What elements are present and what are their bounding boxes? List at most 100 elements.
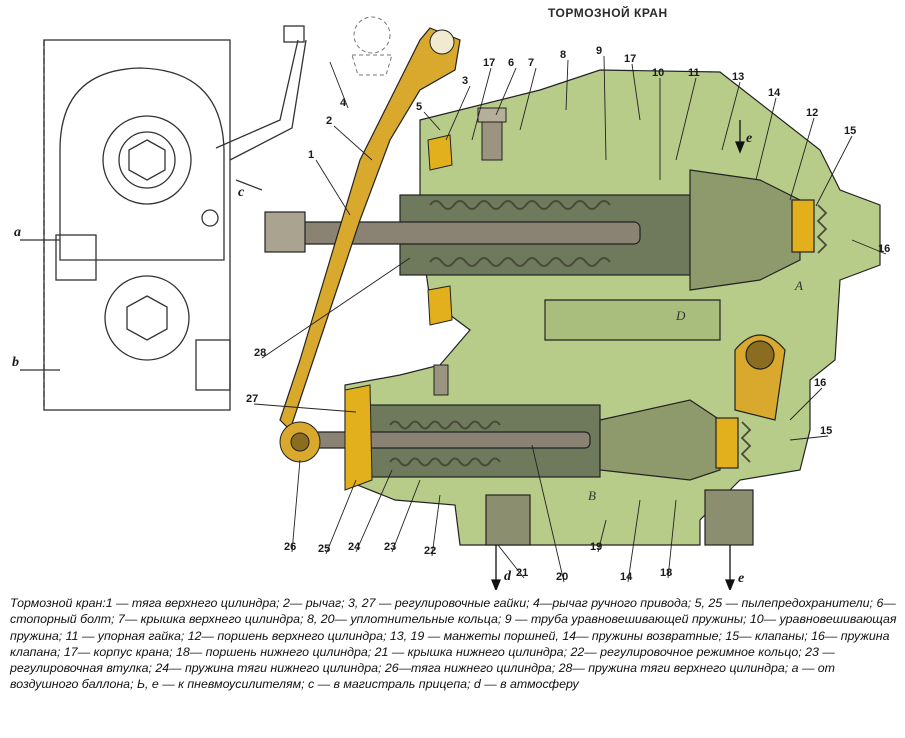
callout-27: 27: [246, 393, 258, 405]
upper-port-ring: [102, 115, 192, 205]
valve-springs: [740, 204, 828, 463]
main-lever: [279, 27, 461, 432]
callout-leader-lines: [253, 55, 887, 583]
left-flange: [55, 234, 97, 281]
lower-rod-spring: [389, 420, 501, 467]
callout-3: 3: [462, 75, 468, 87]
leader-line-15: [789, 435, 829, 441]
leader-line-17: [631, 63, 641, 121]
callout-19: 19: [590, 541, 602, 553]
lower-rod: [299, 431, 591, 449]
callout-20: 20: [556, 571, 568, 583]
hand-lever-outline: [215, 39, 299, 149]
callout-7: 7: [528, 57, 534, 69]
leader-line-11: [675, 77, 697, 161]
callout-24: 24: [348, 541, 361, 553]
callout-22: 22: [424, 545, 436, 557]
chamber-label-d: D: [675, 308, 686, 323]
upper-piston: [689, 169, 801, 291]
leader-line-5: [423, 111, 441, 131]
port-label-b: b: [12, 355, 19, 370]
front-view-frame: [43, 39, 231, 411]
callout-21: 21: [516, 567, 528, 579]
leader-line-28: [261, 257, 411, 359]
upper-dust-boot: [427, 134, 453, 171]
leader-line-23: [391, 479, 421, 553]
stop-bolt: [481, 119, 503, 161]
callout-15: 15: [844, 125, 856, 137]
callout-9: 9: [596, 45, 602, 57]
right-flange: [195, 339, 231, 391]
callout-16: 16: [878, 243, 890, 255]
callout-14: 14: [768, 87, 781, 99]
leader-line-1: [315, 159, 351, 216]
chamber-label-b: B: [588, 488, 596, 503]
callout-5: 5: [416, 101, 422, 113]
upper-valve: [791, 199, 815, 253]
port-elbow-nut: [745, 340, 775, 370]
leader-line-26: [291, 459, 301, 553]
callout-23: 23: [384, 541, 396, 553]
upper-housing-outline: [59, 67, 225, 261]
lower-valve: [715, 417, 739, 469]
callout-2: 2: [326, 115, 332, 127]
callout-26: 26: [284, 541, 296, 553]
lower-port-ring: [104, 275, 190, 361]
callout-17: 17: [624, 53, 636, 65]
callout-28: 28: [254, 347, 266, 359]
leader-line-24: [355, 469, 393, 553]
upper-nut-hex: [128, 139, 166, 181]
port-label-e-top: e: [746, 131, 752, 146]
leader-line-4: [329, 61, 349, 109]
callout-8: 8: [560, 49, 566, 61]
leader-line-18: [667, 499, 677, 579]
leader-line-20: [531, 444, 565, 583]
leader-line-14: [755, 97, 777, 181]
leader-line-16: [789, 387, 823, 421]
leader-line-2: [333, 125, 373, 161]
leader-line-22: [431, 494, 441, 557]
lower-nut-hex: [126, 295, 168, 341]
callout-11: 11: [688, 67, 700, 79]
port-label-c: c: [238, 185, 245, 200]
port-label-a: a: [14, 225, 21, 240]
leader-line-9: [603, 55, 607, 161]
legend-caption: Тормозной кран:1 — тяга верхнего цилиндр…: [10, 596, 897, 692]
leader-line-14: [627, 499, 641, 583]
diagram-title: ТОРМОЗНОЙ КРАН: [548, 6, 668, 20]
callout-10: 10: [652, 67, 664, 79]
port-d-fitting: [485, 494, 531, 546]
leader-line-6: [495, 67, 517, 116]
callout-17: 17: [483, 57, 495, 69]
leader-line-8: [565, 59, 569, 111]
callout-4: 4: [340, 97, 347, 109]
lower-piston: [599, 399, 721, 481]
leader-line-7: [519, 67, 537, 131]
callout-6: 6: [508, 57, 514, 69]
lower-dust-boot: [344, 384, 373, 491]
callout-16: 16: [814, 377, 826, 389]
middle-chamber: [544, 299, 721, 341]
hand-lever-ghost: [351, 16, 393, 76]
leader-line-17: [471, 67, 492, 141]
leader-line-25: [325, 479, 357, 555]
cross-section: [344, 69, 881, 546]
lower-bleed-screw: [433, 364, 449, 396]
callout-14: 14: [620, 571, 633, 583]
leader-line-13: [721, 81, 741, 151]
port-label-e: e: [738, 571, 744, 586]
brake-valve-diagram: a b c: [12, 16, 890, 590]
lever-pivot-top: [429, 29, 455, 55]
chamber-label-a: A: [794, 278, 803, 293]
callout-15: 15: [820, 425, 832, 437]
upper-rod-spring: [429, 200, 611, 267]
leader-line-3: [445, 85, 471, 141]
upper-rod-nut: [264, 211, 306, 253]
callout-12: 12: [806, 107, 818, 119]
leader-line-19: [597, 519, 607, 553]
outlet-arrows: [491, 120, 745, 590]
leader-line-21: [497, 544, 525, 579]
leader-line-12: [789, 117, 815, 201]
leader-line-15: [815, 135, 853, 207]
